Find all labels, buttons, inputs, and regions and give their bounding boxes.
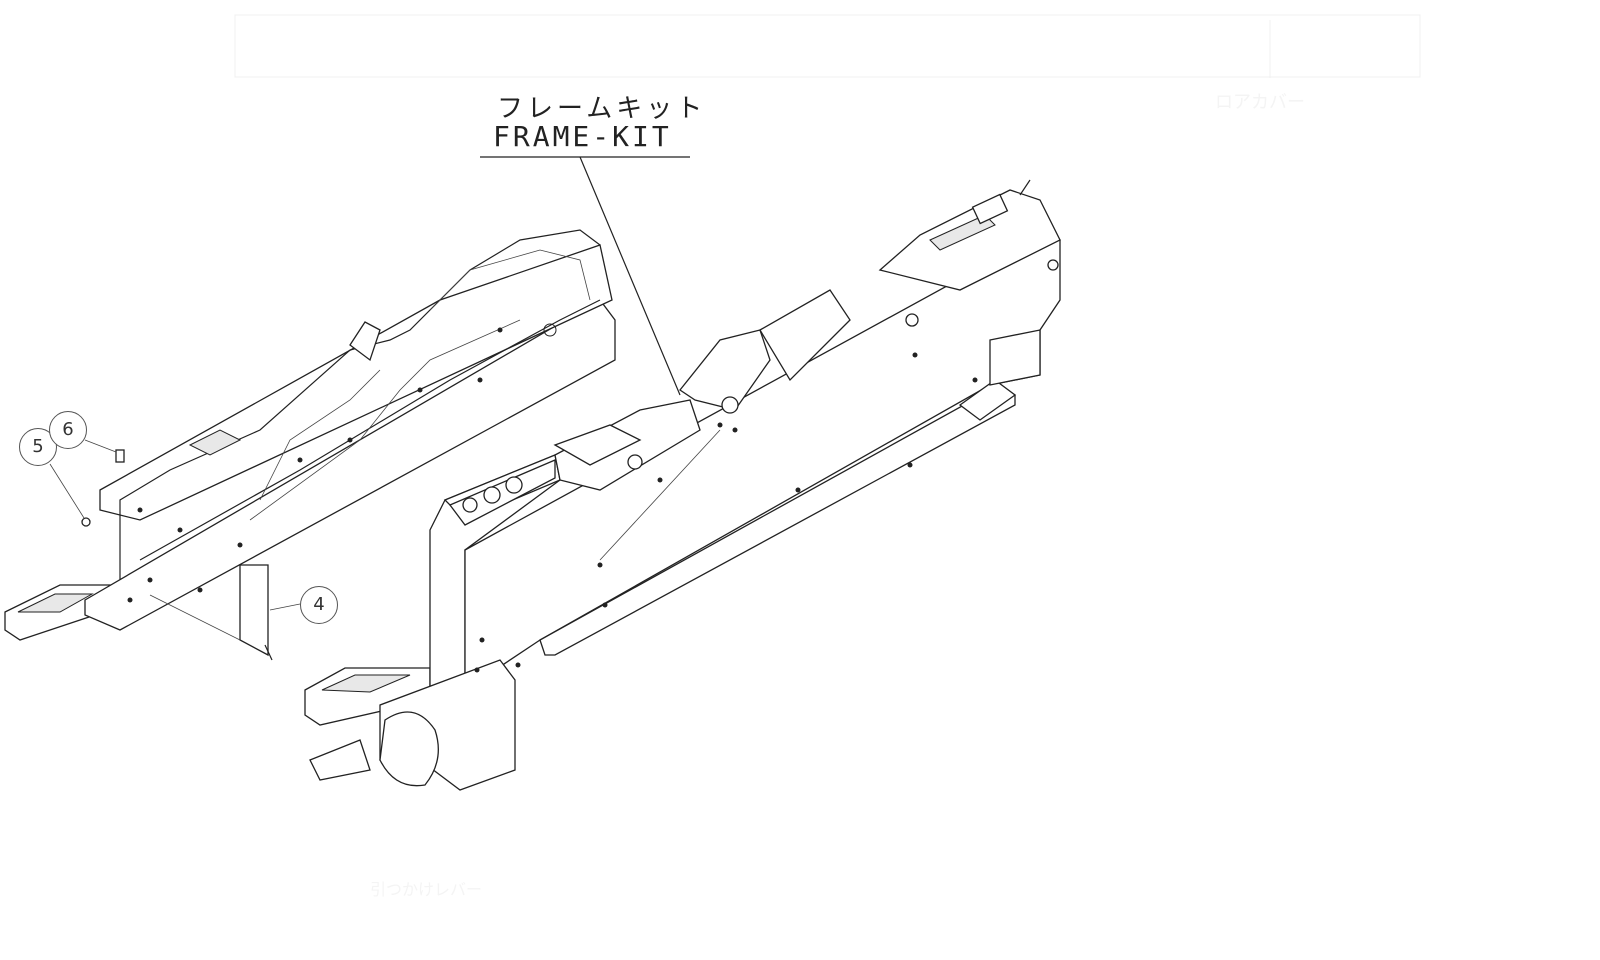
frame-kit-label: FRAME-KIT [493,120,672,153]
frame-kit-leader-line [579,156,681,396]
faint-background-ghost [234,14,1421,78]
frame-kit-japanese-label: フレームキット [497,94,707,124]
part-4-plate [239,564,269,657]
faint-lower-cover-label: ロアカバー [1215,92,1305,113]
callout-6: 6 [49,411,87,449]
main-feeder-assembly [304,179,1061,791]
faint-hook-lever-label: 引つかけレバー [370,880,483,899]
part-6-screw [115,449,125,463]
left-frame-assembly [4,229,616,661]
callout-4: 4 [300,586,338,624]
part-5-pin [81,517,91,527]
